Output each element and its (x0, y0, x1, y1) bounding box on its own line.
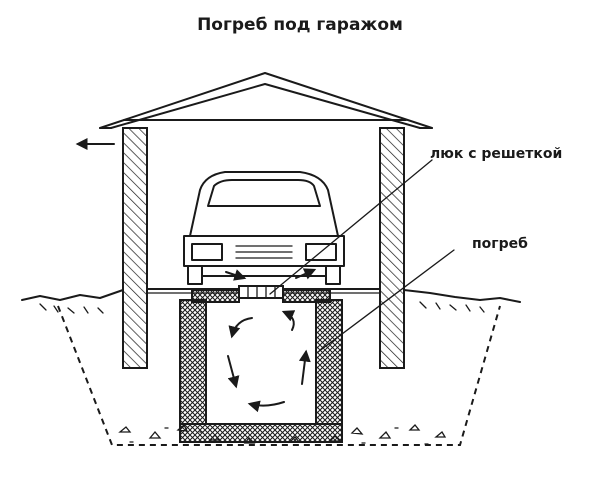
cellar-label: погреб (472, 236, 528, 252)
garage-roof (99, 72, 433, 129)
air-circulation-arrows (225, 268, 317, 413)
car (183, 171, 345, 285)
cellar-floor (179, 423, 343, 443)
hatch-label: люк с решеткой (430, 146, 562, 162)
cellar-wall-left (179, 299, 207, 425)
grated-hatch (238, 285, 284, 299)
left-wall (122, 127, 148, 369)
hatch-leader-line (269, 159, 433, 295)
excavation-pit (57, 305, 501, 446)
diagram-title: Погреб под гаражом (197, 15, 403, 35)
right-wall (379, 127, 405, 369)
cellar-leader-line (317, 249, 455, 353)
cellar-wall-right (315, 299, 343, 425)
